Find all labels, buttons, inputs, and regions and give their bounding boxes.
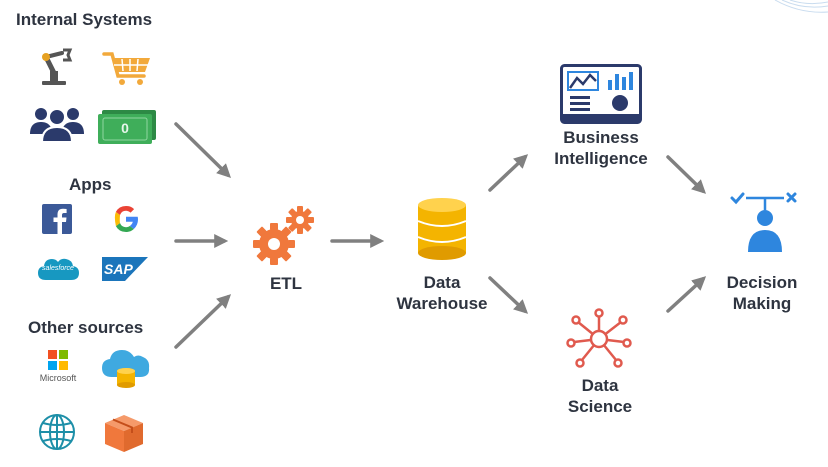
network-icon xyxy=(566,308,632,368)
arrow-bi-to-dm xyxy=(666,155,707,194)
decision-person-icon xyxy=(730,192,797,252)
arrow-internal-to-etl xyxy=(174,122,231,178)
arrow-other-to-etl xyxy=(174,294,232,349)
sap-icon: SAP xyxy=(102,257,148,281)
data-warehouse-label-line2: Warehouse xyxy=(396,294,488,313)
cash-icon-text: 0 xyxy=(121,120,129,136)
salesforce-icon: salesforce xyxy=(36,254,80,284)
internal-systems-heading: Internal Systems xyxy=(16,10,153,29)
business-intelligence-label-line1: Business xyxy=(563,128,639,147)
arrow-warehouse-to-ds xyxy=(488,276,529,314)
team-icon xyxy=(30,108,84,143)
data-science-label-line2: Science xyxy=(567,397,633,416)
business-intelligence-label-line2: Intelligence xyxy=(554,149,648,168)
robot-arm-icon xyxy=(42,48,73,85)
database-icon xyxy=(417,198,467,260)
globe-icon xyxy=(39,414,75,450)
dashboard-icon xyxy=(560,64,642,124)
other-sources-heading: Other sources xyxy=(28,318,144,337)
microsoft-icon: Microsoft xyxy=(34,350,82,386)
data-science-label-line1: Data xyxy=(581,376,619,395)
data-warehouse-label: Data Warehouse xyxy=(378,272,506,314)
facebook-icon xyxy=(42,204,72,234)
corner-swirl-decoration xyxy=(774,0,828,13)
cloud-database-icon xyxy=(102,350,150,388)
business-intelligence-label: Business Intelligence xyxy=(541,127,661,169)
arrow-warehouse-to-bi xyxy=(488,154,529,192)
shopping-cart-icon xyxy=(102,52,150,85)
google-icon xyxy=(114,206,138,232)
data-science-label: Data Science xyxy=(550,375,650,417)
decision-making-label-line2: Making xyxy=(732,294,792,313)
package-icon xyxy=(105,415,143,452)
microsoft-icon-text: Microsoft xyxy=(39,373,77,383)
apps-heading: Apps xyxy=(69,175,112,194)
gears-icon xyxy=(253,206,314,265)
sap-icon-text: SAP xyxy=(104,261,133,277)
arrow-ds-to-dm xyxy=(666,276,707,313)
data-warehouse-label-line1: Data xyxy=(423,273,461,292)
decision-making-label: Decision Making xyxy=(707,272,817,314)
salesforce-icon-text: salesforce xyxy=(42,265,74,272)
cash-icon: 0 xyxy=(98,110,156,144)
etl-label: ETL xyxy=(269,274,303,293)
decision-making-label-line1: Decision xyxy=(726,273,798,292)
